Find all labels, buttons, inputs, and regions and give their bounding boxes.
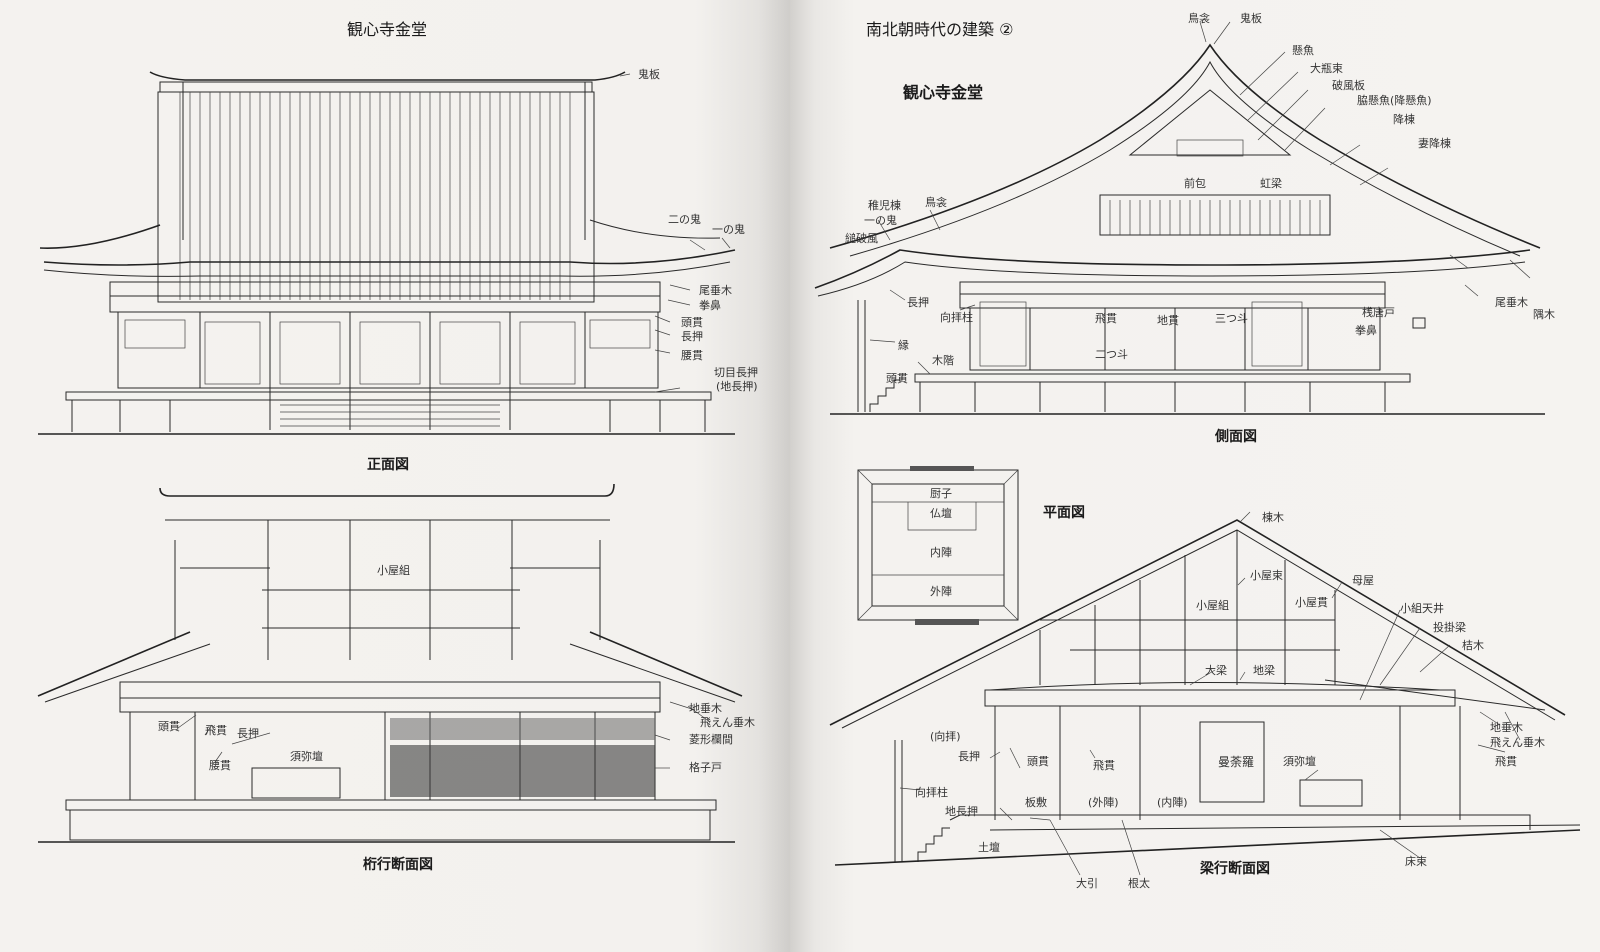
label-koshinuki-section: 腰貫 (209, 759, 231, 772)
left-page-title: 観心寺金堂 (347, 20, 428, 39)
label-kizahashi: 頭貫 (886, 372, 908, 385)
longitudinal-section-drawing (37, 483, 743, 843)
label-kirime-nageshi: 切目長押 (714, 366, 758, 379)
label-hinuki-section: 飛貫 (205, 724, 227, 737)
label-jidaruki: 地垂木 (689, 702, 722, 715)
label-koyanuki: 小屋貫 (1295, 596, 1328, 609)
label-shumidan-right: 須弥壇 (1283, 755, 1316, 768)
label-hinuki-cross-right: 飛貫 (1495, 755, 1517, 768)
label-naijin-paren: (内陣) (1157, 796, 1188, 809)
label-kohaibashira-cross: 向拝柱 (915, 786, 948, 799)
label-tobusuma-left: 一の鬼 (864, 214, 897, 227)
label-neda: 根太 (1128, 877, 1150, 890)
label-chigomune: 稚児棟 (868, 199, 901, 212)
side-elevation-caption: 側面図 (1215, 429, 1257, 445)
label-gejin: 外陣 (930, 585, 952, 598)
label-mandara: 曼荼羅 (1218, 755, 1255, 769)
label-zushi: 厨子 (930, 487, 952, 500)
label-hien-daruki-cross: 飛えん垂木 (1490, 736, 1545, 749)
chapter-header: 南北朝時代の建築 ② (866, 20, 1014, 39)
label-taheizuka: 大瓶束 (1310, 62, 1343, 75)
label-butsudan: 仏壇 (930, 507, 952, 520)
label-sankarado: 拳鼻 (1355, 324, 1377, 337)
label-hinuki-side: 地貫 (1157, 314, 1179, 327)
label-kohai: (向拝) (930, 730, 961, 743)
label-ichi-no-oni: 一の鬼 (712, 223, 745, 236)
cross-section-caption: 梁行断面図 (1200, 861, 1270, 877)
label-sugaruhafu: 長押 (907, 296, 929, 309)
label-kohaibashira: 縁 (898, 339, 909, 352)
label-nagekakebari: 投掛梁 (1433, 621, 1466, 634)
label-ichi-no-oni-side: 縋破風 (845, 232, 878, 245)
label-jinageshi-cross: 地長押 (945, 805, 978, 818)
label-futatsudo: 三つ斗 (1215, 312, 1248, 325)
label-nageshi-cross: 長押 (958, 750, 980, 763)
label-koyagumi: 小屋組 (377, 564, 410, 577)
right-page-title: 観心寺金堂 (903, 83, 984, 102)
label-jidaruki-cross: 地垂木 (1490, 721, 1523, 734)
label-hien-daruki: 飛えん垂木 (700, 716, 755, 729)
label-itajiki: 板敷 (1025, 796, 1047, 809)
label-waki-gegyo: 脇懸魚(降懸魚) (1357, 94, 1432, 107)
label-kogumi-tenjo: 小組天井 (1400, 602, 1444, 615)
front-elevation-caption: 正面図 (367, 457, 409, 473)
label-shumidan-left: 須弥壇 (290, 750, 323, 763)
label-dodan: 土壇 (978, 841, 1000, 854)
label-oniita-side: 鬼板 (1240, 12, 1262, 25)
label-munagi: 棟木 (1262, 511, 1284, 524)
label-tsuma-kudarimune: 妻降棟 (1418, 137, 1451, 150)
label-jibari: 地梁 (1253, 664, 1275, 677)
label-koyazuka: 小屋束 (1250, 569, 1283, 582)
label-kudarimune: 降棟 (1393, 113, 1415, 126)
label-obiki: 大引 (1076, 877, 1098, 890)
label-tobusuma-side: 鳥衾 (925, 196, 947, 209)
plan-drawing (857, 466, 1019, 625)
label-haneki: 桔木 (1462, 639, 1484, 652)
longitudinal-section-caption: 桁行断面図 (363, 857, 433, 873)
label-oniita: 鬼板 (638, 68, 660, 81)
label-en: 木階 (932, 354, 954, 367)
label-hishigata-ranma: 菱形欄間 (689, 733, 733, 746)
label-odaruki-side: 隅木 (1533, 308, 1555, 321)
label-ni-no-oni: 二の鬼 (668, 213, 701, 226)
label-koryo: 虹梁 (1260, 177, 1282, 190)
cross-section-drawing (829, 511, 1581, 876)
label-tobusuma-top: 鳥衾 (1188, 12, 1210, 25)
label-maetsutsumi: 前包 (1184, 177, 1206, 190)
label-gegyo: 懸魚 (1292, 44, 1314, 57)
label-odaruki: 尾垂木 (699, 284, 732, 297)
label-hafuita: 破風板 (1332, 79, 1365, 92)
label-hinuki-cross: 飛貫 (1093, 759, 1115, 772)
label-jinageshi: (地長押) (716, 380, 758, 393)
label-nageshi-section: 長押 (237, 727, 259, 740)
label-naijin: 内陣 (930, 546, 952, 559)
label-yukazuka: 床束 (1405, 855, 1427, 868)
label-koshido: 格子戸 (689, 761, 722, 774)
label-nageshi: 長押 (681, 330, 703, 343)
label-kashiranuki: 頭貫 (681, 316, 703, 329)
label-kashiranuki-section: 頭貫 (158, 720, 180, 733)
label-kashiranuki-cross: 頭貫 (1027, 755, 1049, 768)
label-ohari: 大梁 (1205, 664, 1227, 677)
label-kobana: 拳鼻 (699, 299, 721, 312)
label-kobana-side: 尾垂木 (1495, 296, 1528, 309)
label-koyagumi-cross: 小屋組 (1196, 599, 1229, 612)
right-page (790, 0, 1600, 952)
label-koshinuki: 腰貫 (681, 349, 703, 362)
label-moya: 母屋 (1352, 574, 1374, 587)
side-elevation-drawing (814, 21, 1545, 415)
label-mitsudo: 桟唐戸 (1362, 306, 1395, 319)
label-nageshi-side: 向拝柱 (940, 311, 973, 324)
plan-caption: 平面図 (1043, 505, 1085, 521)
front-elevation-drawing (38, 71, 736, 435)
label-kashiranuki-side: 飛貫 (1095, 312, 1117, 325)
label-gejin-paren: (外陣) (1088, 796, 1119, 809)
label-jinuki: 二つ斗 (1095, 348, 1128, 361)
